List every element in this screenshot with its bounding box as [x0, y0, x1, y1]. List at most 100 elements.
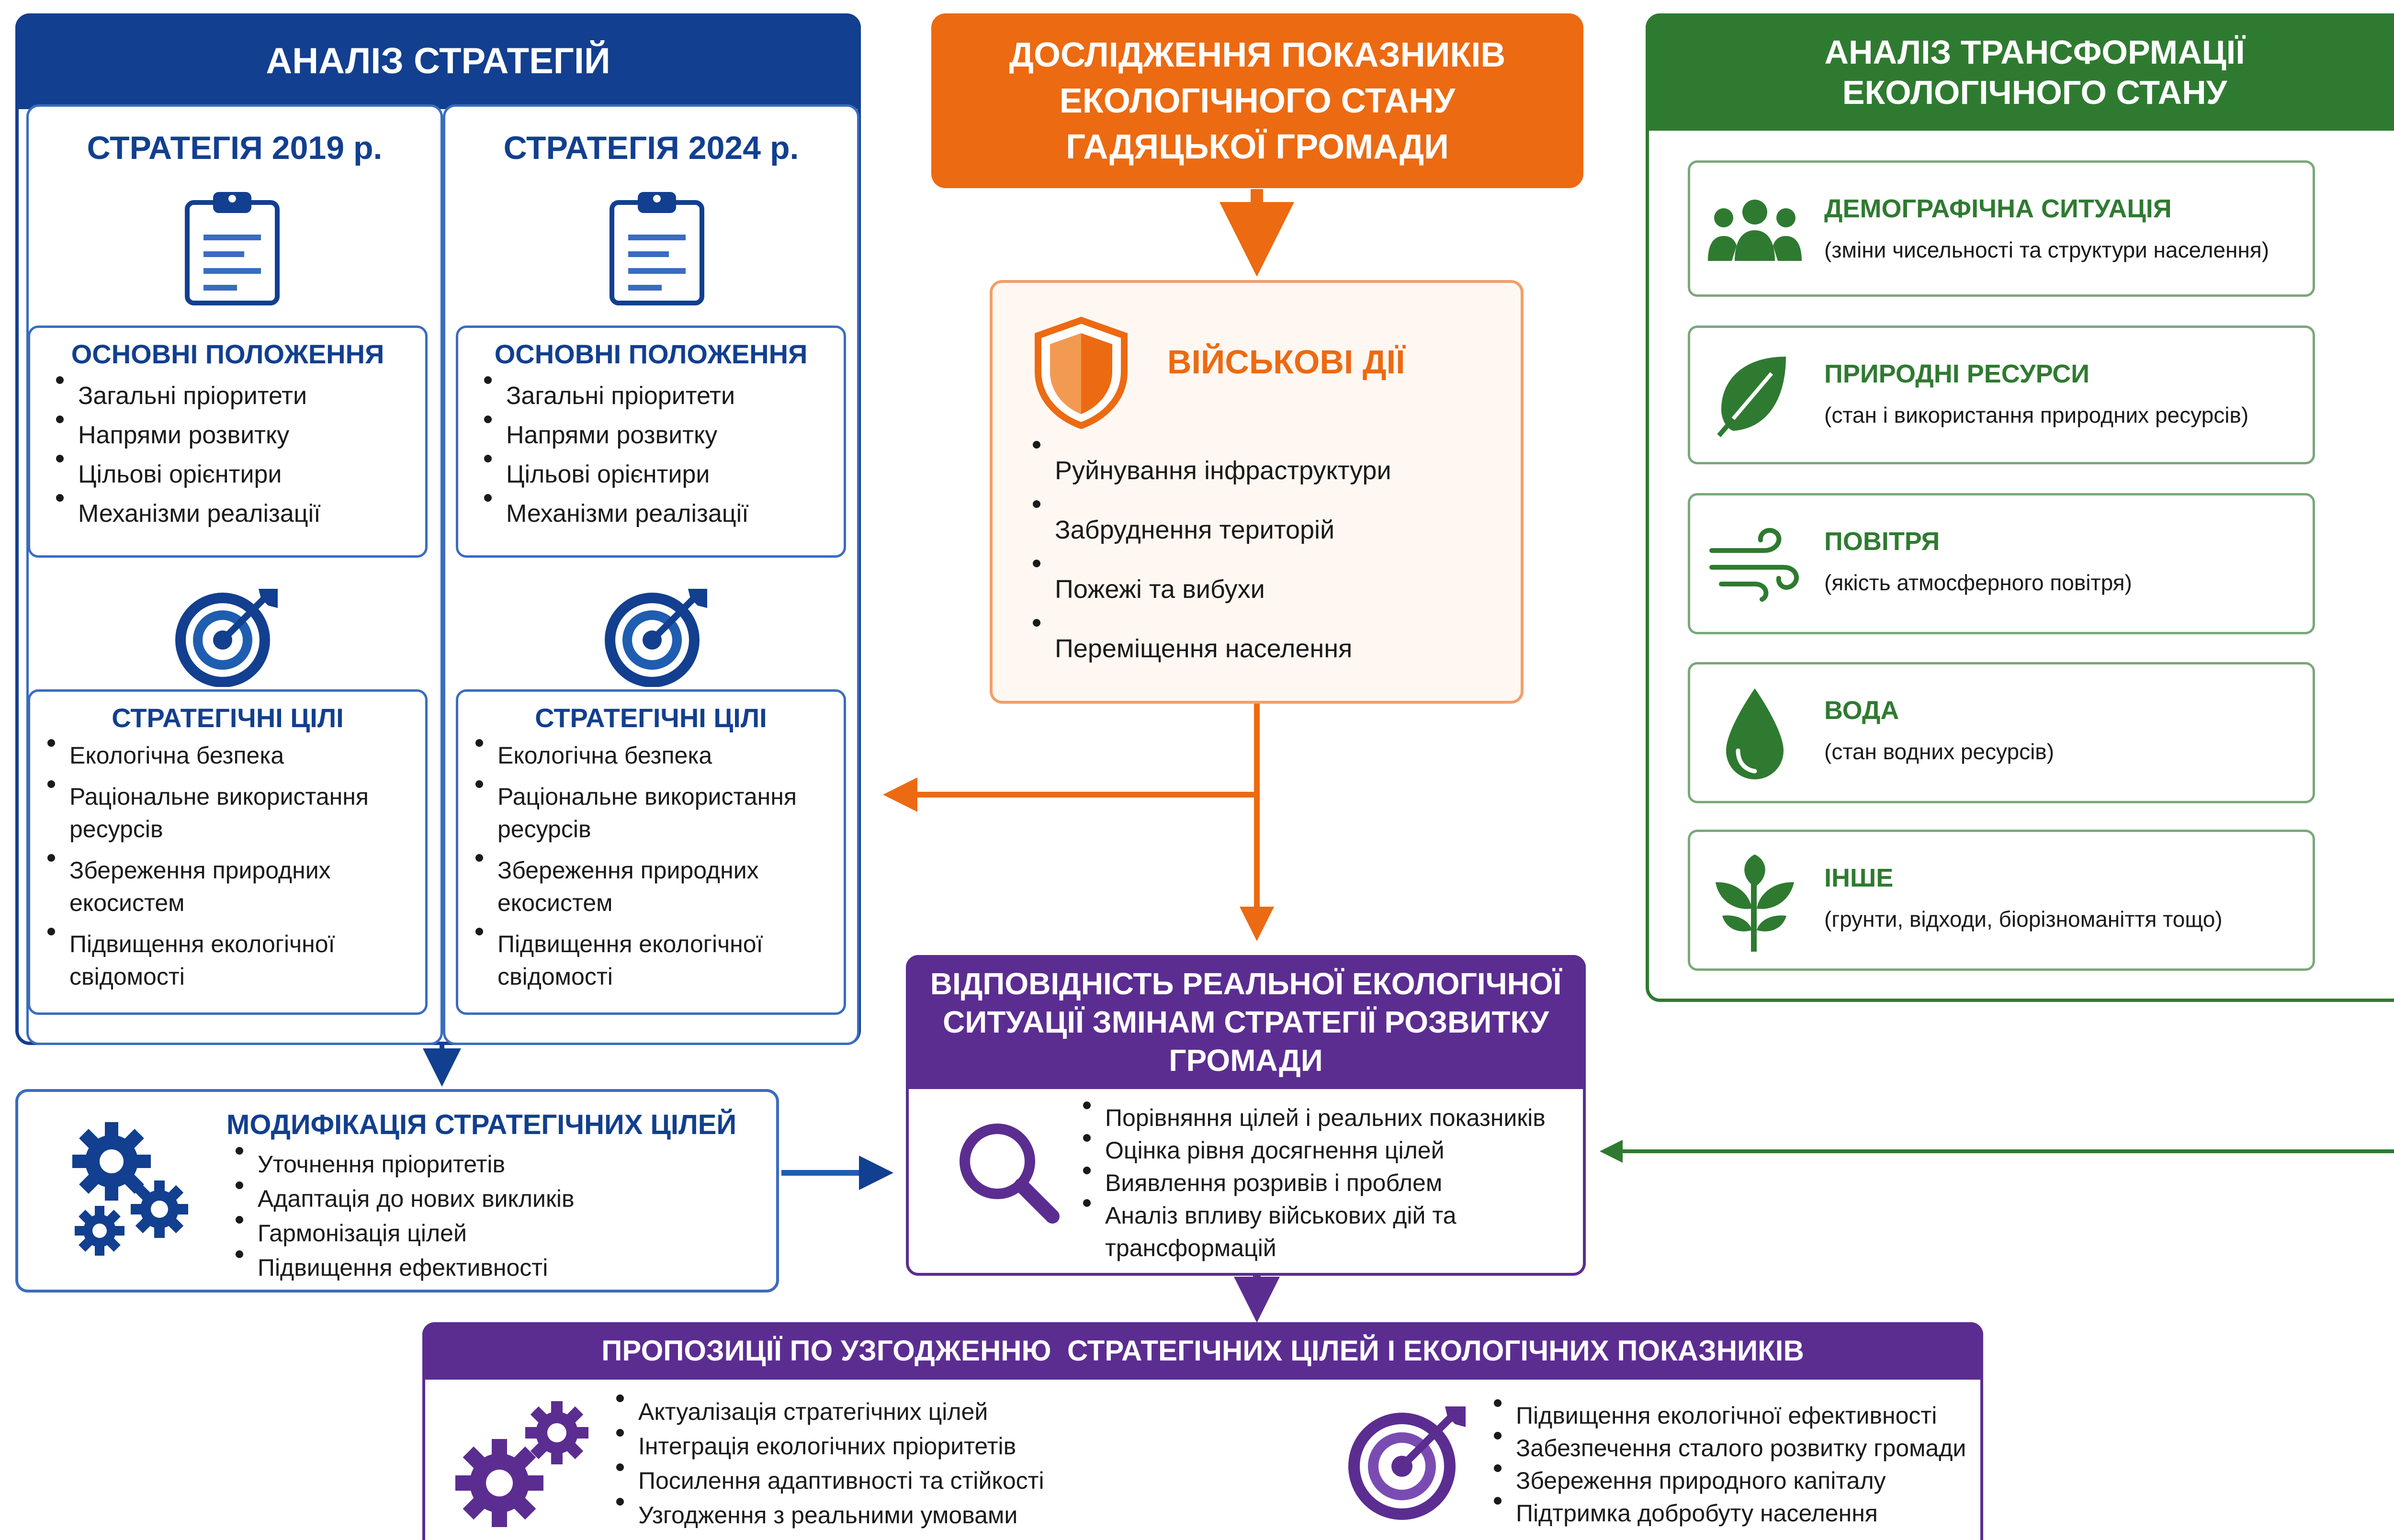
modification-list: Уточнення пріоритетів Адаптація до нових…	[229, 1147, 575, 1285]
item-desc: (якість атмосферного повітря)	[1824, 570, 2132, 595]
list-item: Переміщення населення	[1026, 619, 1391, 678]
list-item: Посилення адаптивності та стійкості	[610, 1463, 1044, 1498]
proposals-title: ПРОПОЗИЦІЇ ПО УЗГОДЖЕННЮ СТРАТЕГІЧНИХ ЦІ…	[601, 1335, 1804, 1367]
item-title: ВОДА	[1824, 696, 1899, 725]
transformation-header: АНАЛІЗ ТРАНСФОРМАЦІЇ ЕКОЛОГІЧНОГО СТАНУ	[1646, 13, 2394, 131]
target-icon	[175, 586, 280, 687]
sprout-icon	[1712, 854, 1798, 954]
wind-icon	[1707, 527, 1803, 603]
list-item: Збереження природного капіталу	[1487, 1464, 1966, 1497]
strategies-header: АНАЛІЗ СТРАТЕГІЙ	[15, 13, 861, 109]
transformation-item-resources: ПРИРОДНІ РЕСУРСИ (стан і використання пр…	[1688, 326, 2315, 464]
people-icon	[1707, 194, 1803, 266]
list-item: Порівняння цілей і реальних показників	[1076, 1102, 1565, 1134]
list-item: Руйнування інфраструктури	[1026, 441, 1391, 500]
transformation-item-water: ВОДА (стан водних ресурсів)	[1688, 662, 2315, 803]
correspondence-title-line3: ГРОМАДИ	[1169, 1043, 1323, 1078]
list-item: Напрями розвитку	[477, 416, 844, 455]
list-item: Підвищення ефективності	[229, 1250, 575, 1285]
transformation-header-line1: АНАЛІЗ ТРАНСФОРМАЦІЇ	[1824, 33, 2245, 71]
proposals-results-list: Підвищення екологічної ефективності Забе…	[1487, 1399, 1966, 1529]
provisions-title: ОСНОВНІ ПОЛОЖЕННЯ	[494, 339, 808, 369]
provisions-list: Загальні пріоритети Напрями розвитку Ціл…	[49, 376, 425, 533]
research-header: ДОСЛІДЖЕННЯ ПОКАЗНИКІВ ЕКОЛОГІЧНОГО СТАН…	[931, 13, 1583, 188]
target-icon	[604, 586, 710, 687]
gears-icon	[64, 1113, 198, 1257]
strategy-2019-goals-box: СТРАТЕГІЧНІ ЦІЛІ Екологічна безпека Раці…	[28, 689, 428, 1015]
research-header-text: ДОСЛІДЖЕННЯ ПОКАЗНИКІВ ЕКОЛОГІЧНОГО СТАН…	[1009, 35, 1506, 166]
list-item: Оцінка рівня досягнення цілей	[1076, 1134, 1565, 1167]
strategy-2019-provisions-box: ОСНОВНІ ПОЛОЖЕННЯ Загальні пріоритети На…	[28, 326, 428, 558]
list-item: Раціональне використання ресурсів	[469, 780, 824, 845]
correspondence-title-line1: ВІДПОВІДНІСТЬ РЕАЛЬНОЇ ЕКОЛОГІЧНОЇ	[930, 967, 1562, 1001]
shield-icon	[1033, 316, 1129, 429]
transformation-header-line2: ЕКОЛОГІЧНОГО СТАНУ	[1842, 73, 2227, 111]
provisions-list: Загальні пріоритети Напрями розвитку Ціл…	[477, 376, 844, 533]
strategy-2024-goals-box: СТРАТЕГІЧНІ ЦІЛІ Екологічна безпека Раці…	[456, 689, 846, 1015]
list-item: Раціональне використання ресурсів	[41, 780, 406, 845]
list-item: Цільові орієнтири	[49, 455, 425, 494]
list-item: Забруднення територій	[1026, 500, 1391, 560]
transformation-item-air: ПОВІТРЯ (якість атмосферного повітря)	[1688, 493, 2315, 634]
leaf-icon	[1714, 352, 1791, 438]
list-item: Гармонізація цілей	[229, 1216, 575, 1250]
item-desc: (стан і використання природних ресурсів)	[1824, 403, 2249, 427]
list-item: Уточнення пріоритетів	[229, 1147, 575, 1181]
list-item: Пожежі та вибухи	[1026, 560, 1391, 619]
list-item: Механізми реалізації	[477, 494, 844, 533]
list-item: Загальні пріоритети	[49, 376, 425, 416]
list-item: Екологічна безпека	[41, 739, 406, 772]
item-title: ПОВІТРЯ	[1824, 527, 1940, 556]
goals-list: Екологічна безпека Раціональне використа…	[469, 739, 824, 993]
list-item: Інтеграція екологічних пріоритетів	[610, 1429, 1044, 1463]
list-item: Актуалізація стратегічних цілей	[610, 1394, 1044, 1429]
provisions-title: ОСНОВНІ ПОЛОЖЕННЯ	[71, 339, 384, 369]
item-desc: (стан водних ресурсів)	[1824, 739, 2055, 764]
strategies-header-text: АНАЛІЗ СТРАТЕГІЙ	[266, 41, 610, 82]
list-item: Загальні пріоритети	[477, 376, 844, 416]
correspondence-header: ВІДПОВІДНІСТЬ РЕАЛЬНОЇ ЕКОЛОГІЧНОЇ СИТУА…	[906, 955, 1586, 1089]
clipboard-icon	[184, 189, 280, 306]
item-title: ПРИРОДНІ РЕСУРСИ	[1824, 360, 2090, 388]
list-item: Підтримка добробуту населення	[1487, 1497, 1966, 1529]
strategy-2024-title: СТРАТЕГІЯ 2024 р.	[503, 130, 799, 166]
goals-title: СТРАТЕГІЧНІ ЦІЛІ	[112, 703, 344, 733]
military-list: Руйнування інфраструктури Забруднення те…	[1026, 441, 1391, 678]
list-item: Виявлення розривів і проблем	[1076, 1167, 1565, 1199]
correspondence-box: ВІДПОВІДНІСТЬ РЕАЛЬНОЇ ЕКОЛОГІЧНОЇ СИТУА…	[906, 955, 1586, 1276]
list-item: Адаптація до нових викликів	[229, 1181, 575, 1216]
goals-list: Екологічна безпека Раціональне використа…	[41, 739, 406, 993]
list-item: Підвищення екологічної свідомості	[41, 928, 406, 993]
list-item: Збереження природних екосистем	[469, 854, 824, 919]
list-item: Цільові орієнтири	[477, 455, 844, 494]
goals-title: СТРАТЕГІЧНІ ЦІЛІ	[535, 703, 767, 733]
list-item: Узгодження з реальними умовами	[610, 1498, 1044, 1532]
list-item: Механізми реалізації	[49, 494, 425, 533]
list-item: Підвищення екологічної ефективності	[1487, 1399, 1966, 1432]
magnifier-icon	[954, 1118, 1060, 1224]
military-title: ВІЙСЬКОВІ ДІЇ	[1167, 343, 1405, 381]
gears-icon	[454, 1397, 593, 1536]
item-desc: (зміни чисельності та структури населенн…	[1824, 237, 2270, 262]
water-drop-icon	[1721, 686, 1788, 782]
modification-title: МОДИФІКАЦІЯ СТРАТЕГІЧНИХ ЦІЛЕЙ	[226, 1109, 737, 1140]
item-title: ДЕМОГРАФІЧНА СИТУАЦІЯ	[1824, 194, 2172, 223]
correspondence-list: Порівняння цілей і реальних показників О…	[1076, 1102, 1565, 1264]
strategy-2019-title: СТРАТЕГІЯ 2019 р.	[87, 130, 383, 166]
list-item: Підвищення екологічної свідомості	[469, 928, 824, 993]
proposals-box: ПРОПОЗИЦІЇ ПО УЗГОДЖЕННЮ СТРАТЕГІЧНИХ ЦІ…	[422, 1322, 1983, 1540]
strategy-2024-provisions-box: ОСНОВНІ ПОЛОЖЕННЯ Загальні пріоритети На…	[456, 326, 846, 558]
list-item: Напрями розвитку	[49, 416, 425, 455]
proposals-measures-list: Актуалізація стратегічних цілей Інтеграц…	[610, 1394, 1044, 1532]
transformation-item-demography: ДЕМОГРАФІЧНА СИТУАЦІЯ (зміни чисельності…	[1688, 160, 2315, 297]
military-actions-box: ВІЙСЬКОВІ ДІЇ Руйнування інфраструктури …	[990, 280, 1524, 704]
proposals-header: ПРОПОЗИЦІЇ ПО УЗГОДЖЕННЮ СТРАТЕГІЧНИХ ЦІ…	[422, 1322, 1983, 1380]
list-item: Аналіз впливу військових дій та трансфор…	[1076, 1199, 1565, 1264]
clipboard-icon	[609, 189, 705, 306]
list-item: Збереження природних екосистем	[41, 854, 406, 919]
list-item: Екологічна безпека	[469, 739, 824, 772]
list-item: Забезпечення сталого розвитку громади	[1487, 1432, 1966, 1464]
item-desc: (грунти, відходи, біорізноманіття тощо)	[1824, 907, 2223, 932]
target-icon	[1347, 1404, 1467, 1524]
